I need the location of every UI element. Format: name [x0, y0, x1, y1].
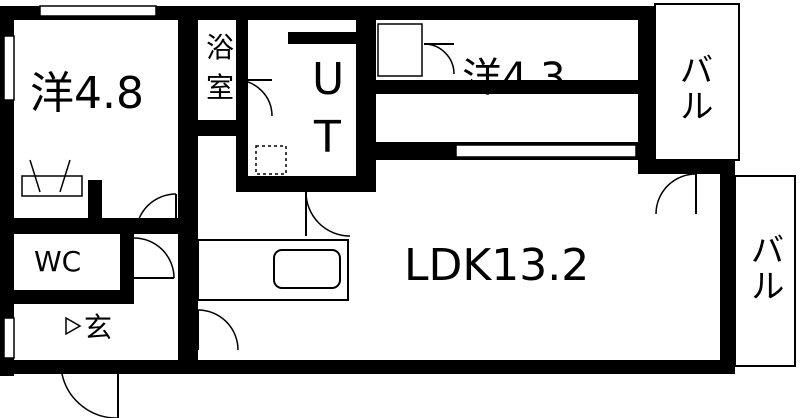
windows	[3, 5, 637, 359]
balconies	[654, 3, 796, 367]
doors	[61, 43, 697, 418]
western-room-2-label: 洋4.3	[462, 55, 566, 101]
entrance-label: 玄	[84, 311, 113, 344]
toilet-label: WC	[34, 245, 82, 278]
washer-pan	[255, 145, 287, 175]
bathroom-label-line2: 室	[206, 71, 235, 104]
utility-label-line1: U	[312, 54, 345, 105]
western-room-1-label: 洋4.8	[30, 68, 144, 119]
utility-label-line2: T	[314, 112, 341, 163]
balcony-top-label: バル	[673, 52, 713, 124]
closet-symbol	[21, 159, 83, 197]
ldk-label: LDK13.2	[404, 240, 590, 291]
bathroom-label-line1: 浴	[206, 31, 235, 64]
kitchen-counter	[197, 239, 349, 301]
balcony-right-label: バル	[744, 232, 784, 304]
